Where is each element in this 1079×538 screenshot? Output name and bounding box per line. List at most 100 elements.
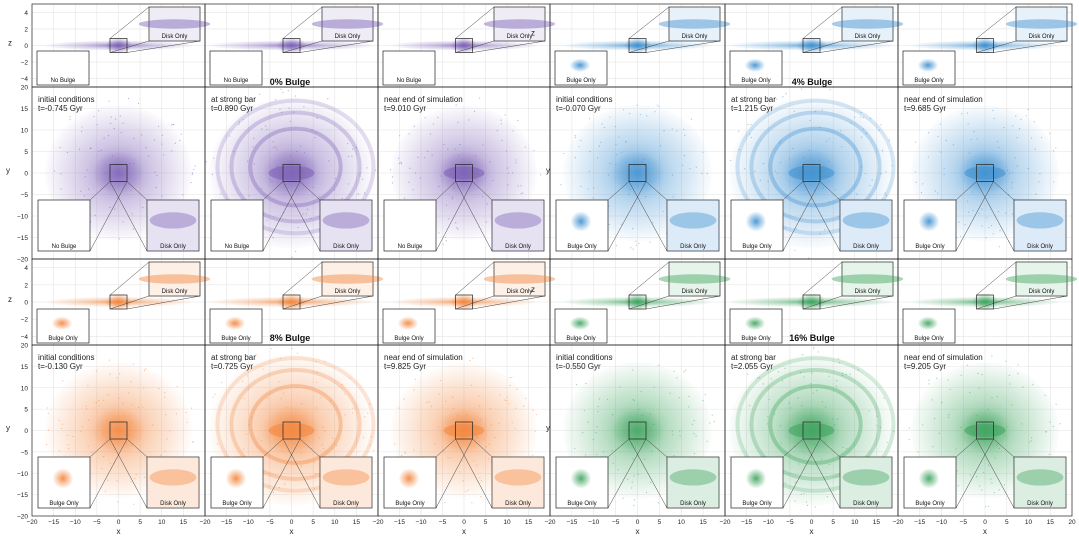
- stage-label: near end of simulation: [384, 353, 463, 362]
- inset-label: Bulge Only: [566, 78, 595, 84]
- inset-panel: Bulge Only: [555, 199, 609, 252]
- zoom-lines: [435, 181, 493, 252]
- zoom-lines: [976, 261, 1068, 310]
- y-tick-label: 5: [24, 149, 28, 156]
- y-tick-label: −15: [17, 235, 28, 242]
- inset-label: Disk Only: [853, 501, 879, 507]
- inset-panel: Bulge Only: [555, 456, 609, 509]
- inset-label: No Bulge: [224, 78, 249, 84]
- y-tick-label: −5: [21, 449, 29, 456]
- inset-label: Disk Only: [160, 244, 186, 250]
- y-tick-label: 5: [24, 407, 28, 414]
- zoom-lines: [782, 181, 841, 252]
- inset-panel: Disk Only: [831, 261, 904, 297]
- edge-on-density: [390, 293, 538, 311]
- zoom-box: [109, 164, 128, 182]
- zoom-lines: [109, 261, 201, 310]
- y-tick-label: 10: [21, 128, 29, 135]
- x-tick-label: 20: [1068, 519, 1076, 526]
- x-tick-label: 0: [810, 519, 814, 526]
- inset-label: Bulge Only: [914, 78, 943, 84]
- inset-label: Disk Only: [853, 244, 879, 250]
- inset-label: Disk Only: [680, 244, 706, 250]
- y-tick-label: −20: [17, 514, 28, 521]
- stage-label: initial conditions: [38, 95, 94, 104]
- z-axis-label: z: [8, 295, 12, 304]
- inset-label: Disk Only: [1027, 501, 1053, 507]
- zoom-lines: [628, 261, 721, 310]
- time-label: t=0.725 Gyr: [211, 362, 253, 371]
- zoom-lines: [89, 181, 148, 252]
- inset-label: Disk Only: [162, 34, 188, 40]
- inset-panel: No Bulge: [37, 199, 91, 252]
- inset-label: Disk Only: [333, 244, 359, 250]
- zoom-box: [282, 38, 301, 53]
- x-tick-label: 15: [873, 519, 881, 526]
- zoom-box: [282, 421, 301, 440]
- inset-panel: Disk Only: [483, 6, 556, 42]
- zoom-lines: [455, 261, 546, 310]
- inset-label: Disk Only: [335, 34, 361, 40]
- zoom-box: [455, 294, 473, 310]
- inset-panel: Disk Only: [839, 199, 893, 252]
- y-tick-label: −10: [17, 471, 28, 478]
- inset-panel: Bulge Only: [902, 308, 956, 344]
- x-axis-label: x: [810, 527, 814, 536]
- y-axis-label: y: [546, 424, 550, 433]
- zoom-box: [628, 294, 647, 310]
- inset-label: No Bulge: [51, 78, 76, 84]
- inset-label: Bulge Only: [914, 336, 943, 342]
- bulge-label: 16% Bulge: [789, 333, 835, 343]
- inset-label: Bulge Only: [915, 501, 944, 507]
- inset-label: Bulge Only: [394, 336, 423, 342]
- edge-on-density: [563, 293, 712, 311]
- zoom-box: [802, 421, 821, 440]
- z-tick-label: −2: [21, 317, 29, 324]
- zoom-box: [976, 421, 994, 440]
- zoom-lines: [282, 6, 374, 53]
- stage-label: at strong bar: [731, 353, 776, 362]
- inset-panel: Disk Only: [491, 456, 545, 509]
- inset-panel: Disk Only: [311, 6, 384, 42]
- x-tick-label: −5: [439, 519, 447, 526]
- inset-label: Disk Only: [1027, 244, 1053, 250]
- zoom-lines: [262, 181, 321, 252]
- time-label: t=-0.130 Gyr: [38, 362, 83, 371]
- inset-label: No Bulge: [52, 244, 77, 250]
- zoom-lines: [955, 438, 1015, 509]
- inset-panel: Bulge Only: [903, 456, 957, 509]
- bulge-label: 0% Bulge: [270, 77, 311, 87]
- x-tick-label: 10: [1025, 519, 1033, 526]
- inset-label: Bulge Only: [221, 336, 250, 342]
- x-tick-label: −10: [936, 519, 947, 526]
- edge-on-density: [209, 293, 374, 311]
- inset-panel: Bulge Only: [383, 456, 437, 509]
- inset-panel: Disk Only: [138, 6, 211, 42]
- inset-panel: Disk Only: [839, 456, 893, 509]
- z-axis-label: z: [531, 285, 535, 294]
- zoom-box: [802, 164, 821, 182]
- x-tick-label: −10: [588, 519, 599, 526]
- zoom-box: [455, 38, 473, 53]
- time-label: t=-0.550 Gyr: [556, 362, 601, 371]
- x-tick-label: 0: [117, 519, 121, 526]
- x-axis-label: x: [290, 527, 294, 536]
- inset-panel: Bulge Only: [729, 308, 783, 344]
- inset-panel: Bulge Only: [730, 199, 784, 252]
- zoom-box: [976, 164, 994, 182]
- inset-panel: Bulge Only: [36, 308, 90, 344]
- inset-panel: Disk Only: [483, 261, 556, 297]
- inset-label: Bulge Only: [48, 336, 77, 342]
- inset-label: Disk Only: [682, 34, 708, 40]
- z-tick-label: 0: [24, 43, 28, 50]
- y-tick-label: 15: [21, 106, 29, 113]
- zoom-box: [628, 421, 647, 440]
- inset-label: No Bulge: [398, 244, 423, 250]
- edge-on-frame: [897, 258, 1073, 346]
- y-axis-label: y: [6, 166, 10, 175]
- inset-panel: Disk Only: [146, 199, 200, 252]
- stage-label: at strong bar: [211, 95, 256, 104]
- zoom-lines: [282, 261, 374, 310]
- inset-panel: No Bulge: [210, 199, 264, 252]
- x-tick-label: −10: [763, 519, 774, 526]
